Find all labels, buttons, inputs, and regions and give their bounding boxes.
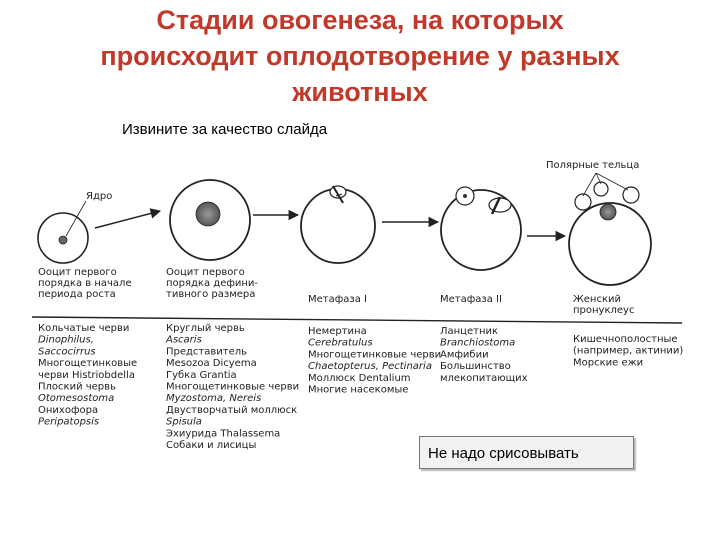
column-4-line: млекопитающих [440,373,528,384]
column-2-line: Эхиурида Thalassema [166,428,280,439]
title-line-1: Стадии овогенеза, на которых [156,5,564,35]
column-3-line: Многие насекомые [308,385,408,396]
note-box: Не надо срисовывать [419,436,634,469]
label-polar-bodies: Полярные тельца [546,160,639,171]
column-1-line: черви Histriobdella [38,370,135,381]
column-1-line: Dinophilus, [38,335,94,346]
column-3-line: Немертина [308,326,367,337]
label-nucleus: Ядро [86,191,112,202]
separator-line [31,316,683,324]
column-2-line: Spisula [166,417,202,428]
pronucleus-shape [599,203,617,221]
column-2-line: Ascaris [165,335,202,346]
column-1-line: Otomesostoma [38,393,114,404]
column-3-line: Chaetopterus, Pectinaria [308,361,432,372]
column-2-line: Губка Grantia [166,370,237,381]
stage-oocyte-early: Ядро [37,191,112,264]
stage-caption-2: тивного размера [166,289,255,300]
stage-caption-5: пронуклеус [573,305,634,316]
title-line-3: животных [292,77,428,107]
column-5-line: Морские ежи [573,357,643,368]
column-2-line: Двустворчатый моллюск [166,405,297,416]
title-line-2: происходит оплодотворение у разных [100,41,620,71]
slide-subtitle: Извините за качество слайда [122,121,328,138]
column-3-line: Многощетинковые черви [308,349,441,360]
stage-caption-1: Ооцит первого [38,267,117,278]
stage-metaphase-2 [440,186,522,271]
column-4-line: Большинство [440,361,511,372]
column-4-line: Branchiostoma [440,338,515,349]
column-2-line: Собаки и лисицы [166,440,256,451]
column-2-line: Myzostoma, Nereis [166,393,261,404]
column-2-line: Круглый червь [166,323,245,334]
column-3-line: Cerebratulus [308,338,373,349]
nucleus-shape [58,235,68,245]
stage-female-pronucleus: Полярные тельца [546,160,652,286]
column-2-line: Mesozoa Dicyema [166,358,257,369]
column-1-line: Peripatopsis [38,417,99,428]
slide-title: Стадии овогенеза, на которых происходит … [0,2,720,110]
stage-caption-2: порядка дефини- [166,278,258,289]
stage-caption-1: порядка в начале [38,278,132,289]
column-3-line: Моллюск Dentalium [308,373,411,384]
stage-caption-2: Ооцит первого [166,267,245,278]
column-2-line: Представитель [166,346,247,357]
stage-caption-5: Женский [573,294,621,305]
column-2-line: Многощетинковые черви [166,382,299,393]
species-columns: Кольчатые червиDinophilus,SaccocirrusМно… [38,323,683,451]
column-4-line: Амфибии [440,349,489,360]
stage-caption-3: Метафаза I [308,294,367,305]
stage-metaphase-1 [300,185,376,264]
arrow-1 [94,208,162,229]
column-5-line: Кишечнополостные [573,334,678,345]
column-1-line: Плоский червь [38,382,116,393]
stage-caption-1: периода роста [38,289,116,300]
stage-oocyte-definitive [169,179,251,261]
column-1-line: Кольчатые черви [38,323,129,334]
column-4-line: Ланцетник [440,326,498,337]
column-5-line: (например, актинии) [573,346,683,357]
stage-caption-4: Метафаза II [440,294,502,305]
nucleus-large-shape [195,201,221,227]
column-1-line: Онихофора [38,405,98,416]
column-1-line: Многощетинковые [38,358,137,369]
column-1-line: Saccocirrus [38,346,96,357]
